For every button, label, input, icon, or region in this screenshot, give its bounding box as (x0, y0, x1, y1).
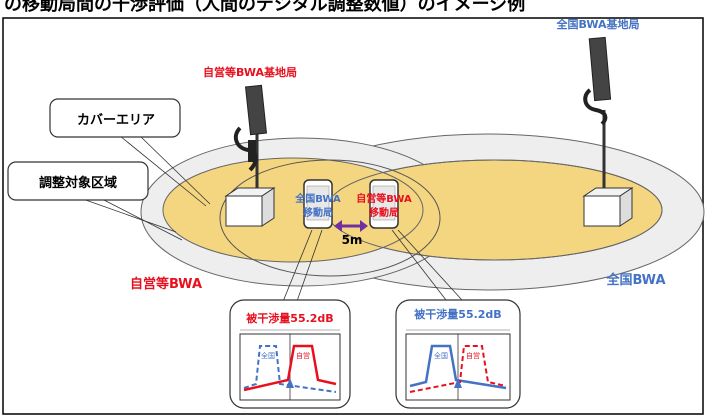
right-panel-pointer (391, 229, 447, 301)
cover-area-label: カバーエリア (77, 113, 155, 128)
interference-range-circle (219, 159, 441, 277)
left-panel-title: 被干渉量55.2dB (246, 311, 333, 325)
private-mobile-label-line1: 自営等BWA (356, 192, 412, 205)
left-interference-panel (229, 299, 351, 409)
left-legend-national: 全国 (261, 351, 275, 360)
national-mobile-station (303, 179, 333, 229)
left-panel-pointer (295, 229, 323, 305)
left-panel-pointer-2 (281, 229, 313, 305)
national-mobile-label-line2: 移動局 (303, 206, 333, 219)
national-mobile-label-line1: 全国BWA (294, 192, 341, 205)
distance-arrow (334, 220, 368, 232)
distance-label: 5m (342, 233, 363, 247)
cover-area-callout (49, 98, 211, 207)
right-panel-title: 被干渉量55.2dB (414, 307, 501, 321)
private-mobile-label-line2: 移動局 (369, 206, 399, 219)
right-interference-panel (395, 299, 521, 409)
private-base-station (224, 84, 276, 227)
national-base-station-label: 全国BWA基地局 (556, 17, 640, 31)
coordination-area-label: 調整対象区域 (39, 175, 117, 191)
right-legend-national: 全国 (434, 351, 448, 360)
national-bwa-area-label: 全国BWA (605, 272, 665, 288)
private-base-station-label: 自営等BWA基地局 (203, 65, 297, 79)
coordination-area-callout (7, 161, 183, 241)
national-base-station (582, 36, 634, 227)
right-panel-pointer-2 (397, 229, 463, 301)
private-coverage-area (162, 157, 424, 263)
right-legend-private: 自営 (466, 351, 480, 360)
private-bwa-area-label: 自営等BWA (130, 276, 202, 292)
private-mobile-station (369, 179, 399, 229)
left-legend-private: 自営 (296, 351, 310, 360)
page-title: の移動局間の干渉評価（人間のデジタル調整数値）のイメージ例 (4, 0, 525, 15)
